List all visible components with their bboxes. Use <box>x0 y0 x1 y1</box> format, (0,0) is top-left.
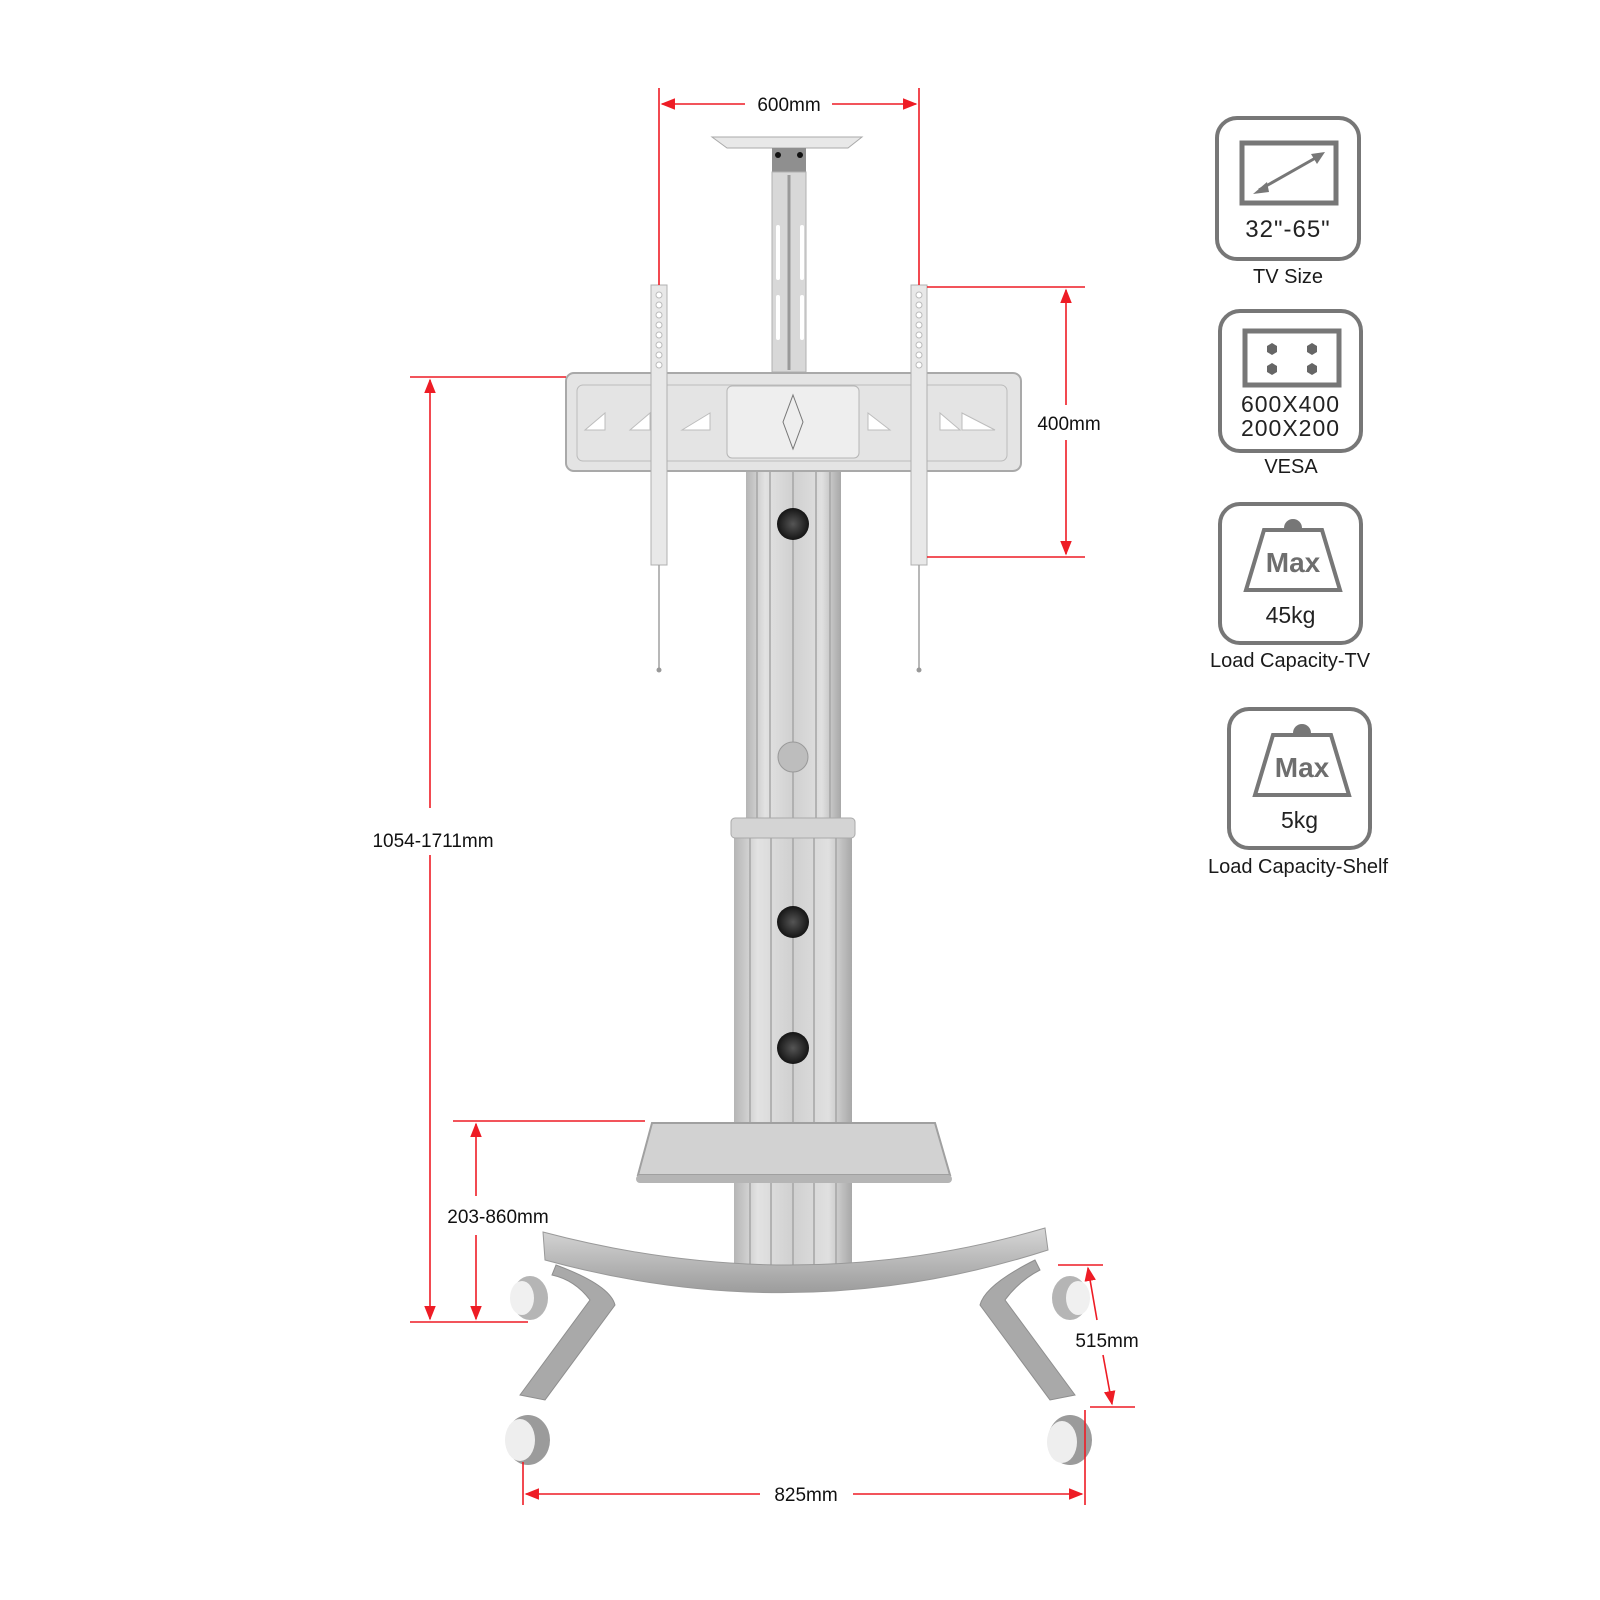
caster-rear-left <box>510 1276 548 1320</box>
tv-size-badge: 32"-65" <box>1215 116 1361 261</box>
weight-max-icon: Max <box>1252 724 1352 797</box>
camera-shelf <box>710 136 864 149</box>
stand-illustration <box>505 136 1092 1465</box>
tv-size-value: 32"-65" <box>1245 216 1331 243</box>
caster-front-left <box>505 1415 550 1465</box>
dim-base-width: 825mm <box>774 1485 837 1506</box>
cable-grommet-icon <box>777 906 809 938</box>
load-shelf-label: Load Capacity-Shelf <box>1207 856 1389 878</box>
cable-grommet-icon <box>777 1032 809 1064</box>
tv-size-label: TV Size <box>1252 266 1324 288</box>
load-tv-value: 45kg <box>1265 602 1316 628</box>
caster-front-right <box>1047 1415 1092 1465</box>
tv-mount-plate <box>565 372 1022 472</box>
vesa-arm-left <box>650 284 668 673</box>
vesa-label: VESA <box>1264 456 1318 478</box>
dim-vesa-height: 400mm <box>1037 414 1100 435</box>
accessory-shelf <box>636 1122 952 1176</box>
weight-max-icon: Max <box>1243 519 1343 592</box>
vesa-value-1: 600X400 <box>1240 391 1341 417</box>
svg-text:Max: Max <box>1266 547 1321 578</box>
vesa-value-2: 200X200 <box>1240 415 1341 441</box>
tv-diagonal-icon <box>1239 140 1339 206</box>
caster-rear-right <box>1052 1276 1090 1320</box>
load-shelf-value: 5kg <box>1280 807 1319 833</box>
dim-base-depth: 515mm <box>1075 1331 1138 1352</box>
svg-text:Max: Max <box>1275 752 1330 783</box>
vesa-holes-icon <box>1242 328 1342 388</box>
base <box>542 1227 1049 1294</box>
dim-total-height: 1054-1711mm <box>372 831 493 852</box>
knob-icon <box>777 741 809 773</box>
load-tv-badge: Max 45kg <box>1218 502 1363 645</box>
dimension-labels: 600mm 400mm 1054-1711mm 203-860mm 515mm … <box>372 95 1138 1506</box>
dim-shelf-height: 203-860mm <box>447 1207 548 1228</box>
load-shelf-badge: Max 5kg <box>1227 707 1372 850</box>
vesa-badge: 600X400 200X200 <box>1218 309 1363 453</box>
dim-vesa-width: 600mm <box>757 95 820 116</box>
cable-grommet-icon <box>777 508 809 540</box>
dimension-lines <box>410 88 1135 1505</box>
load-tv-label: Load Capacity-TV <box>1209 650 1371 672</box>
